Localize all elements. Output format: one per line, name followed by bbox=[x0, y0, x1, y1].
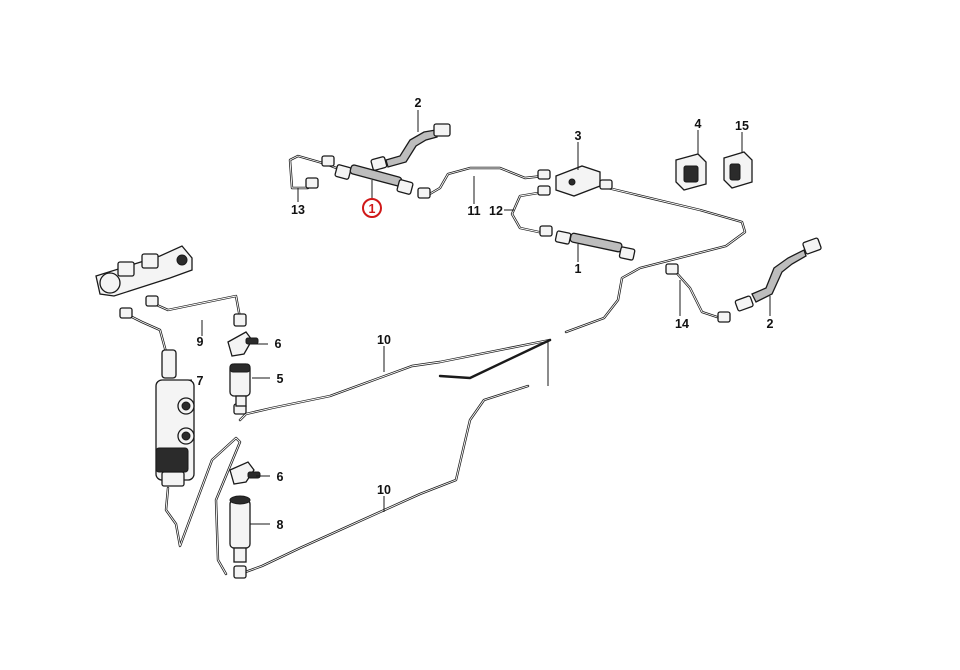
bracket-4[interactable] bbox=[675, 153, 707, 191]
callout-7[interactable]: 7 bbox=[197, 374, 204, 388]
leader-lines bbox=[182, 110, 771, 525]
clip-6-lower[interactable] bbox=[229, 461, 261, 485]
callout-13[interactable]: 13 bbox=[291, 203, 305, 217]
highlight-ring bbox=[362, 198, 382, 218]
pipe-fittings bbox=[119, 155, 731, 579]
brake-hose-2-top[interactable] bbox=[370, 123, 451, 171]
callout-8[interactable]: 8 bbox=[277, 518, 284, 532]
callout-6-lower[interactable]: 6 bbox=[277, 470, 284, 484]
callout-2-top[interactable]: 2 bbox=[415, 96, 422, 110]
part-callouts: 1 2 3 4 15 13 11 12 1 14 2 10 10 9 6 5 7… bbox=[197, 96, 774, 532]
callout-1-highlighted[interactable]: 1 bbox=[369, 202, 376, 216]
brake-pipe-11 bbox=[426, 166, 545, 197]
callout-10-upper[interactable]: 10 bbox=[377, 333, 391, 347]
damper-5[interactable] bbox=[229, 363, 251, 407]
callout-5[interactable]: 5 bbox=[277, 372, 284, 386]
brake-master-cylinder[interactable] bbox=[95, 245, 193, 297]
clip-6-upper[interactable] bbox=[227, 331, 259, 357]
brake-pressure-regulator-7[interactable] bbox=[155, 349, 195, 487]
brake-hose-1-front[interactable] bbox=[334, 164, 414, 195]
bracket-15[interactable] bbox=[723, 151, 753, 189]
brake-junction-3[interactable] bbox=[537, 165, 613, 197]
callout-11[interactable]: 11 bbox=[467, 204, 480, 218]
brake-pipe-9 bbox=[148, 294, 242, 320]
callout-12[interactable]: 12 bbox=[489, 204, 503, 218]
callout-10-lower[interactable]: 10 bbox=[377, 483, 391, 497]
callout-4[interactable]: 4 bbox=[695, 117, 702, 131]
callout-6-upper[interactable]: 6 bbox=[275, 337, 282, 351]
brake-pipe-long-rear bbox=[564, 186, 747, 334]
callout-3[interactable]: 3 bbox=[575, 129, 582, 143]
brake-hose-2-right[interactable] bbox=[734, 237, 822, 312]
callout-2-right[interactable]: 2 bbox=[767, 317, 774, 331]
damper-8[interactable] bbox=[229, 495, 251, 563]
brake-hose-1-rear[interactable] bbox=[554, 230, 636, 261]
callout-15[interactable]: 15 bbox=[735, 119, 749, 133]
callout-9[interactable]: 9 bbox=[197, 335, 204, 349]
callout-14[interactable]: 14 bbox=[675, 317, 689, 331]
callout-1-rear[interactable]: 1 bbox=[575, 262, 582, 276]
brake-pipe-10-upper bbox=[238, 338, 552, 422]
brake-pipes bbox=[124, 154, 747, 576]
brake-pipe-master-to-regulator bbox=[124, 312, 168, 354]
